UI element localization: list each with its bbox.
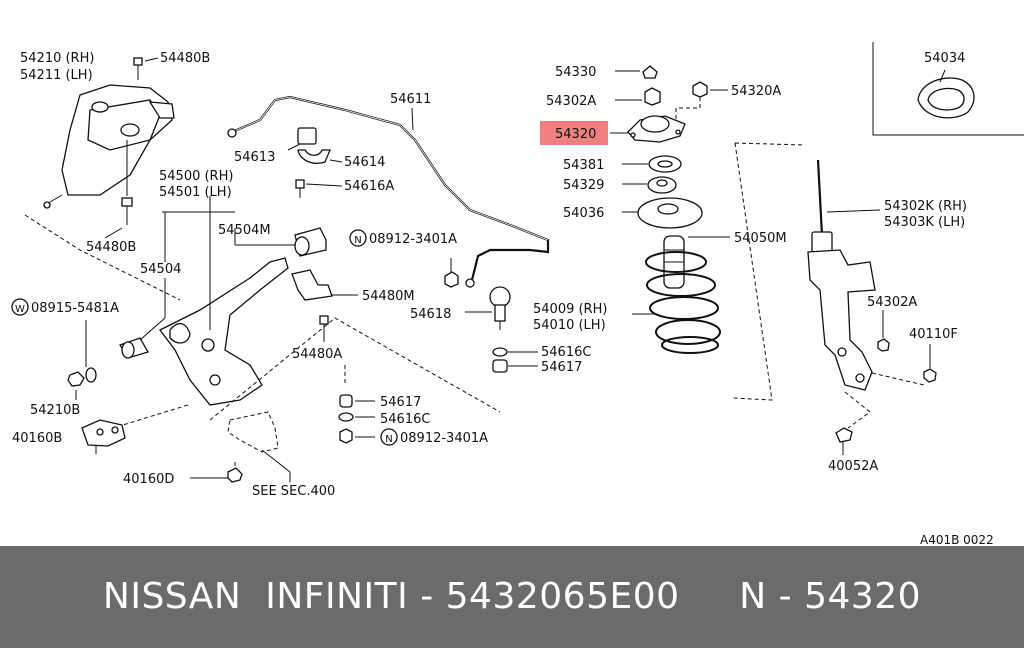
label-54480a: 54480A <box>292 347 342 362</box>
label-54036: 54036 <box>563 206 604 221</box>
label-54614: 54614 <box>344 155 385 170</box>
label-54504: 54504 <box>140 262 181 277</box>
bracket-54480m <box>291 269 358 301</box>
n-mark-lower: N <box>380 428 398 446</box>
label-54480b-bottom: 54480B <box>86 240 136 255</box>
knuckle-fragment <box>227 411 291 482</box>
strut-54302k <box>807 159 881 391</box>
label-54616c-lower: 54616C <box>380 412 430 427</box>
stabilizer-link-54618 <box>465 286 511 330</box>
bolt-54480b-top <box>133 57 159 80</box>
svg-text:W: W <box>15 304 25 315</box>
w-mark: W <box>11 298 29 316</box>
label-54211: 54211 (LH) <box>20 68 93 83</box>
label-54504m: 54504M <box>218 223 271 238</box>
label-54611: 54611 <box>390 92 431 107</box>
coil-spring-54009 <box>632 251 721 354</box>
stack-54617-lower <box>338 394 375 444</box>
label-54303k: 54303K (LH) <box>884 215 965 230</box>
label-54302a-right: 54302A <box>867 295 917 310</box>
label-diagram-code: A401B 0022 <box>920 533 994 546</box>
bolt-40110f <box>871 344 937 386</box>
n-mark-upper: N <box>349 229 367 247</box>
insulator-54034 <box>917 69 975 119</box>
clamp-54614 <box>297 149 343 164</box>
label-40110f: 40110F <box>909 327 958 342</box>
label-08912-lower: 08912-3401A <box>400 431 488 446</box>
label-54613: 54613 <box>234 150 275 165</box>
label-54302k: 54302K (RH) <box>884 199 967 214</box>
stabilizer-bar-54611 <box>227 95 550 288</box>
label-54480b-top: 54480B <box>160 51 210 66</box>
label-54381: 54381 <box>563 158 604 173</box>
label-54616c-upper: 54616C <box>541 345 591 360</box>
cap-54330 <box>615 65 658 79</box>
bearing-54381 <box>622 155 682 173</box>
label-54210b: 54210B <box>30 403 80 418</box>
transverse-link-54500 <box>119 257 289 406</box>
label-40160d: 40160D <box>123 472 174 487</box>
bolt-54616a <box>295 179 343 198</box>
inset-frame <box>872 42 1024 136</box>
nut-40160d <box>190 467 243 483</box>
label-54210: 54210 (RH) <box>20 51 94 66</box>
bracket-40160b <box>81 419 126 454</box>
label-54320: 54320 <box>555 127 596 142</box>
nut-54302a-right <box>877 310 890 352</box>
bushing-54613 <box>287 127 317 151</box>
bolt-40052a <box>835 391 871 455</box>
seat-54036 <box>622 197 703 229</box>
label-54618: 54618 <box>410 307 451 322</box>
label-54617-upper: 54617 <box>541 360 582 375</box>
label-54329: 54329 <box>563 178 604 193</box>
highlight-54320 <box>540 121 608 145</box>
label-54320a: 54320A <box>731 84 781 99</box>
label-see-sec-400: SEE SEC.400 <box>252 484 335 499</box>
label-54500: 54500 (RH) <box>159 169 233 184</box>
bracket-54210 <box>43 84 175 209</box>
bumper-54050m <box>663 235 730 289</box>
label-54616a: 54616A <box>344 179 394 194</box>
svg-text:N: N <box>385 434 392 445</box>
svg-text:N: N <box>354 235 361 246</box>
label-54617-lower: 54617 <box>380 395 421 410</box>
label-54009: 54009 (RH) <box>533 302 607 317</box>
diagram-svg: N N W 54210 (RH) 54211 (LH) 54480B 54611… <box>11 42 1024 546</box>
label-54501: 54501 (LH) <box>159 185 232 200</box>
label-40052a: 40052A <box>828 459 878 474</box>
nut-08912-upper <box>444 258 459 288</box>
nut-54210b <box>67 320 97 400</box>
nut-54302a-top <box>615 87 661 106</box>
bushing-54504m <box>234 227 327 257</box>
label-54302a-top: 54302A <box>546 94 596 109</box>
nut-54320a <box>675 81 728 124</box>
bolt-54480b-bottom <box>104 140 133 239</box>
label-40160b: 40160B <box>12 431 62 446</box>
label-54050m: 54050M <box>734 231 787 246</box>
label-54010: 54010 (LH) <box>533 318 606 333</box>
label-54034: 54034 <box>924 51 965 66</box>
stack-54617-upper <box>492 347 538 373</box>
label-54330: 54330 <box>555 65 596 80</box>
mount-54320 <box>610 115 686 143</box>
label-54480m: 54480M <box>362 289 415 304</box>
bolt-54480a <box>319 315 329 342</box>
seat-54329 <box>622 176 677 194</box>
footer-part-number: NISSAN INFINITI - 5432065E00 N - 54320 <box>102 576 922 617</box>
label-08912-upper: 08912-3401A <box>369 232 457 247</box>
footer-bar <box>0 546 1024 648</box>
label-08915: 08915-5481A <box>31 301 119 316</box>
